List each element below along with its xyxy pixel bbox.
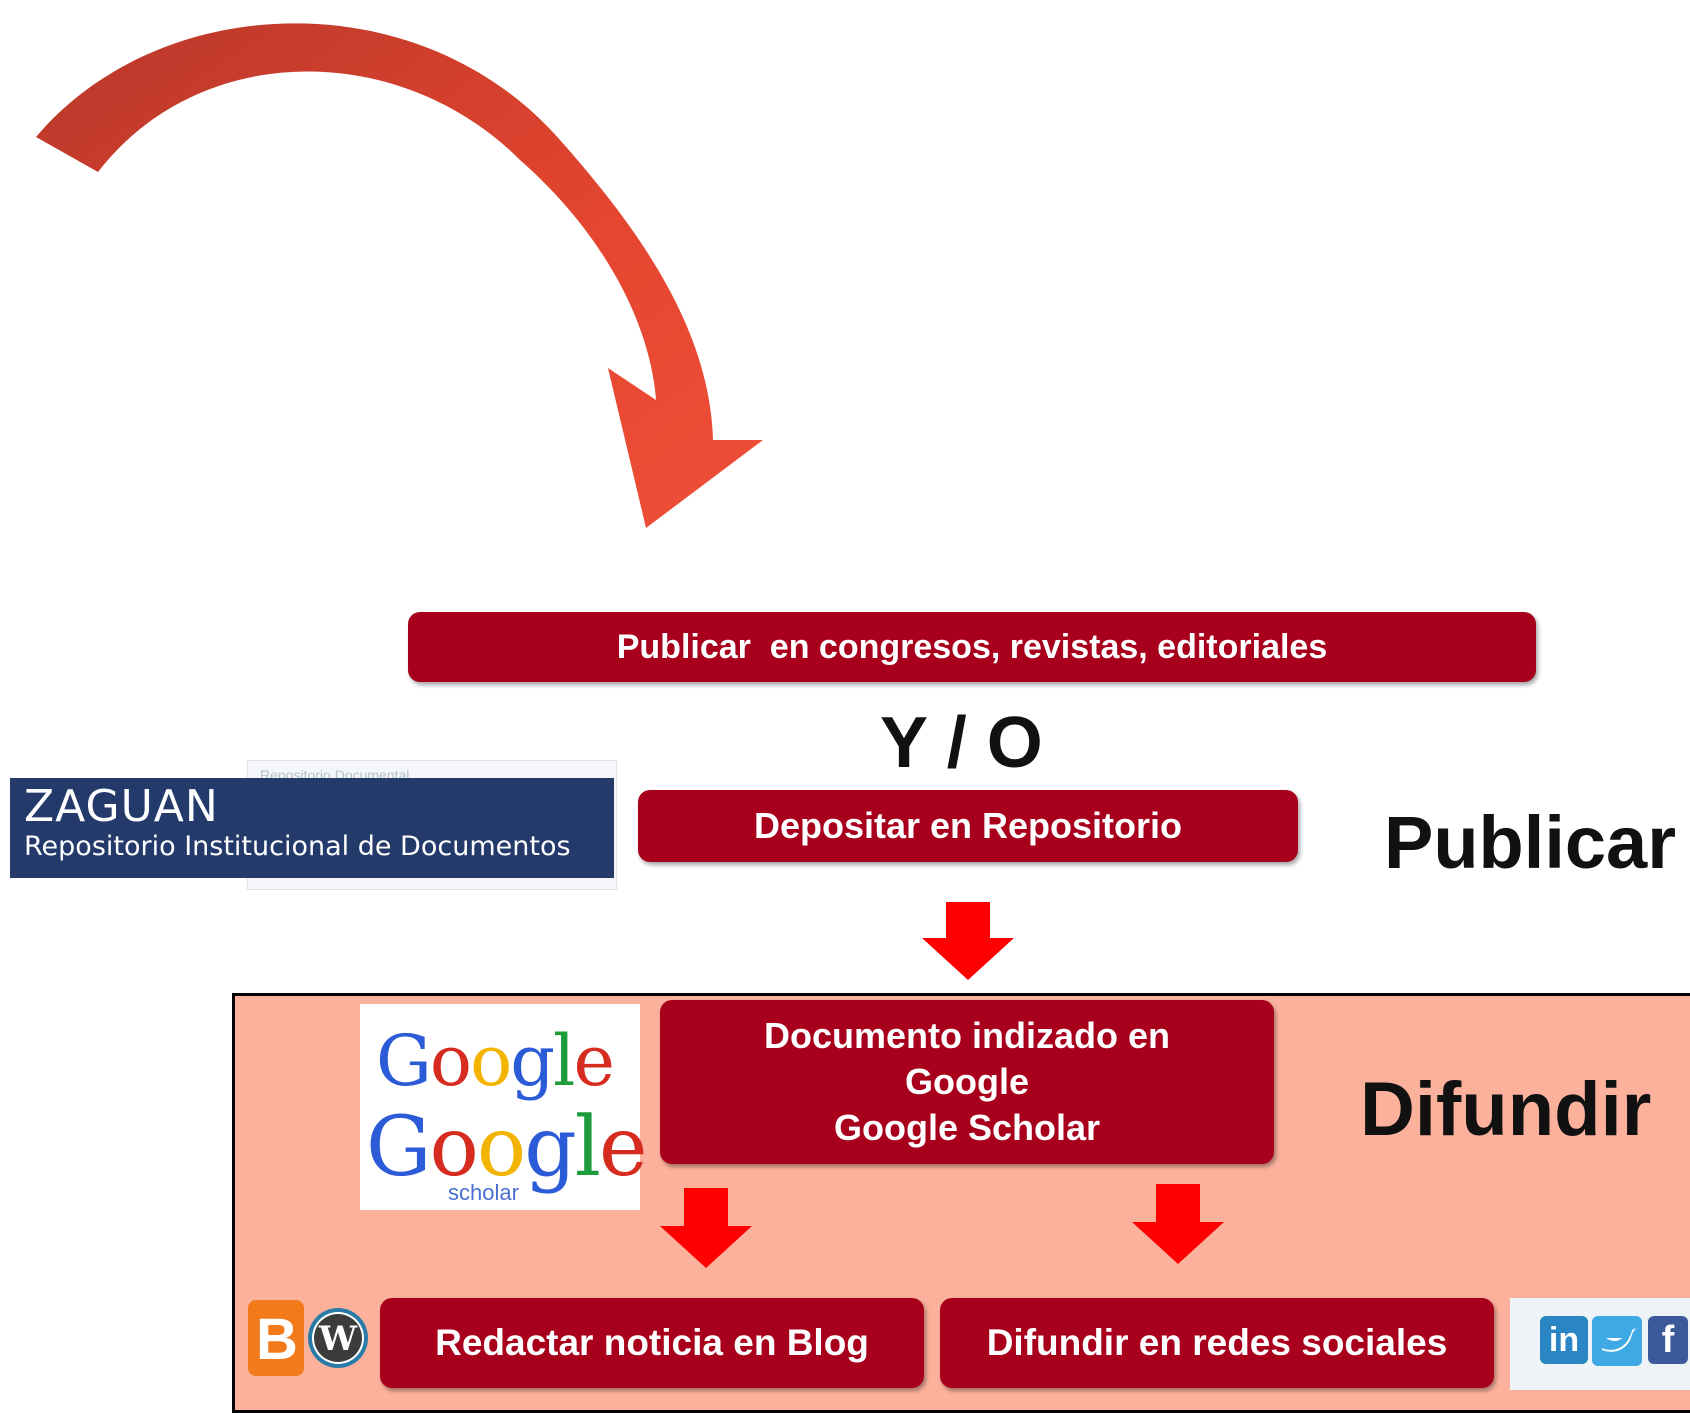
publicar-label: Publicar	[1384, 801, 1676, 884]
facebook-text: f	[1661, 1318, 1675, 1361]
wordpress-icon: W	[308, 1308, 368, 1368]
google-scholar-logo-text: Google	[366, 1100, 648, 1195]
curved-arrow-icon	[36, 23, 763, 528]
difundir-label: Difundir	[1360, 1067, 1652, 1152]
indizado-line-3: Google Scholar	[833, 1107, 1101, 1148]
publicar-congresos-label: Publicar en congresos, revistas, editori…	[616, 627, 1328, 666]
down-arrow-icon	[922, 902, 1014, 980]
scholar-label: scholar	[448, 1180, 519, 1205]
social-icons: in f	[1510, 1298, 1690, 1390]
publicar-congresos-box: Publicar en congresos, revistas, editori…	[408, 612, 1536, 682]
twitter-icon	[1592, 1316, 1642, 1366]
linkedin-text: in	[1548, 1320, 1580, 1359]
redes-sociales-box: Difundir en redes sociales	[940, 1298, 1494, 1388]
depositar-label: Depositar en Repositorio	[753, 805, 1183, 846]
blogger-letter: B	[256, 1307, 298, 1372]
blog-box: Redactar noticia en Blog	[380, 1298, 924, 1388]
linkedin-icon: in	[1540, 1316, 1588, 1364]
zaguan-logo: ZAGUAN Repositorio Institucional de Docu…	[10, 778, 614, 878]
google-logo-text: Google	[376, 1020, 615, 1102]
zaguan-subtitle: Repositorio Institucional de Documentos	[24, 831, 571, 862]
blog-label: Redactar noticia en Blog	[435, 1322, 869, 1363]
google-scholar-logo: Google Google scholar	[360, 1004, 648, 1210]
indizado-line-1: Documento indizado en	[763, 1015, 1170, 1056]
y-o-label: Y / O	[880, 703, 1043, 783]
depositar-box: Depositar en Repositorio	[638, 790, 1298, 862]
indizado-line-2: Google	[905, 1061, 1029, 1102]
down-arrow-icon	[660, 1188, 752, 1268]
down-arrow-icon	[1132, 1184, 1224, 1264]
documento-indizado-box: Documento indizado en Google Google Scho…	[660, 1000, 1274, 1164]
redes-label: Difundir en redes sociales	[986, 1322, 1448, 1363]
facebook-icon: f	[1648, 1316, 1688, 1364]
wordpress-letter: W	[318, 1319, 358, 1359]
blogger-icon: B	[248, 1300, 304, 1376]
zaguan-title: ZAGUAN	[24, 781, 219, 832]
